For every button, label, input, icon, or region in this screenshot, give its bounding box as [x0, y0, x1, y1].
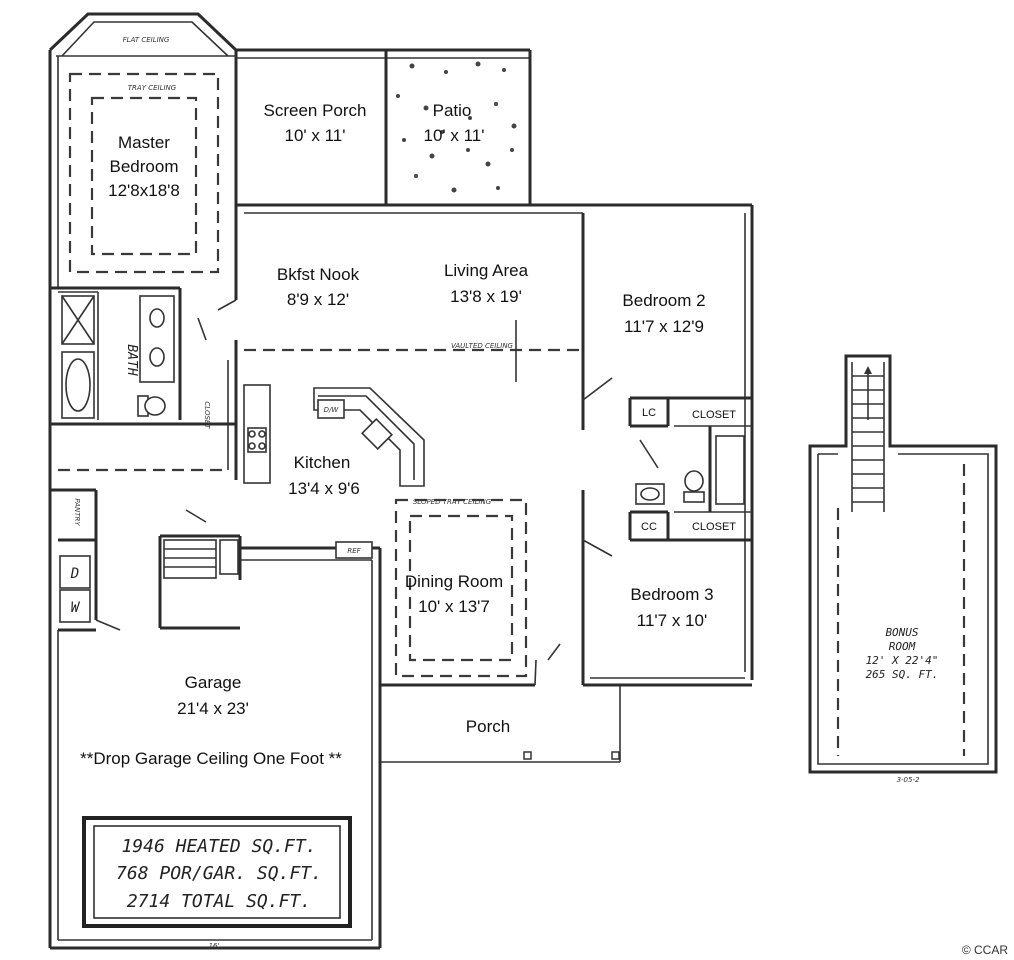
bonus-stairs: [851, 362, 885, 512]
closet-bottom-label: CLOSET: [692, 521, 736, 533]
porch-outline: [380, 685, 621, 763]
patio-label: Patio: [433, 101, 472, 120]
living-area-label: Living Area: [444, 261, 529, 280]
patio-size: 10' x 11': [424, 126, 485, 145]
heated-sqft: 1946 HEATED SQ.FT.: [121, 836, 316, 857]
patio-stone-texture: [396, 61, 517, 193]
screen-porch-size: 10' x 11': [285, 126, 346, 145]
ceiling-dashed-lines: [58, 320, 583, 472]
sloped-ceiling-note: SLOPED TRAY CEILING: [413, 498, 492, 506]
summary-box: [82, 816, 352, 928]
bkfst-nook-label: Bkfst Nook: [277, 265, 360, 284]
master-bedroom-walls: [48, 12, 238, 948]
double-vanity: [139, 295, 175, 383]
por-gar-sqft: 768 POR/GAR. SQ.FT.: [116, 863, 322, 884]
master-bedroom-label-2: Bedroom: [110, 157, 179, 176]
bkfst-nook-size: 8'9 x 12': [287, 290, 349, 309]
living-area-size: 13'8 x 19': [450, 287, 522, 306]
garage-width-label: 16': [209, 942, 220, 950]
master-toilet: [137, 395, 166, 417]
bedroom2-label: Bedroom 2: [622, 291, 705, 310]
dryer-label: D: [70, 566, 79, 582]
bonus-room-walls: [808, 354, 998, 774]
bonus-room-size: 12' X 22'4": [866, 654, 939, 667]
washer-label: W: [71, 600, 81, 616]
vaulted-ceiling-note: VAULTED CEILING: [451, 342, 514, 350]
total-sqft: 2714 TOTAL SQ.FT.: [127, 891, 311, 912]
porch-label: Porch: [466, 717, 510, 736]
linen-closet-label: LC: [642, 407, 656, 419]
shower-fixture: [61, 295, 95, 345]
tub-fixture: [61, 351, 95, 419]
kitchen-size: 13'4 x 9'6: [288, 479, 360, 498]
screen-porch-walls: [236, 48, 532, 205]
master-bedroom-size: 12'8x18'8: [108, 181, 180, 200]
coat-closet-label: CC: [641, 521, 657, 533]
closet-top-label: CLOSET: [692, 409, 736, 421]
dining-tray: [394, 498, 528, 678]
bedroom3-size: 11'7 x 10': [637, 611, 707, 630]
closet-vertical-label: CLOSET: [203, 401, 211, 429]
dining-room-size: 10' x 13'7: [418, 597, 490, 616]
hall-bath-walls: [628, 396, 752, 542]
master-bath-walls: [50, 205, 238, 480]
master-bedroom-label-1: Master: [118, 133, 170, 152]
dining-room-label: Dining Room: [405, 572, 503, 591]
copyright-label: © CCAR: [962, 943, 1009, 957]
garage-label: Garage: [185, 673, 242, 692]
hall-bath-fixtures: [635, 435, 745, 505]
kitchen-counters: [243, 384, 425, 487]
bonus-room-label-2: ROOM: [889, 640, 916, 653]
garage-size: 21'4 x 23': [177, 699, 249, 718]
refrigerator-box: [335, 541, 373, 559]
main-house-walls: [50, 203, 754, 950]
refrigerator-label: REF: [347, 547, 361, 555]
garage-ceiling-note: **Drop Garage Ceiling One Foot **: [80, 749, 342, 768]
tray-ceiling-note: TRAY CEILING: [128, 84, 177, 92]
bath-label: BATH: [124, 344, 139, 375]
flat-ceiling-note: FLAT CEILING: [123, 36, 170, 44]
tray-ceiling-outline: [68, 72, 220, 274]
pantry-label: PANTRY: [73, 498, 81, 526]
screen-porch-label: Screen Porch: [264, 101, 367, 120]
door-swings: [95, 299, 659, 686]
kitchen-label: Kitchen: [294, 453, 351, 472]
dishwasher-label: D/W: [324, 406, 340, 414]
bedroom3-label: Bedroom 3: [630, 585, 713, 604]
utility-walls: [50, 488, 380, 632]
plan-number: 3-05-2: [897, 776, 920, 784]
bonus-room-sqft: 265 SQ. FT.: [866, 668, 939, 681]
garage-steps: [163, 539, 239, 579]
bonus-room-label-1: BONUS: [885, 626, 918, 639]
bedroom2-size: 11'7 x 12'9: [624, 317, 704, 336]
